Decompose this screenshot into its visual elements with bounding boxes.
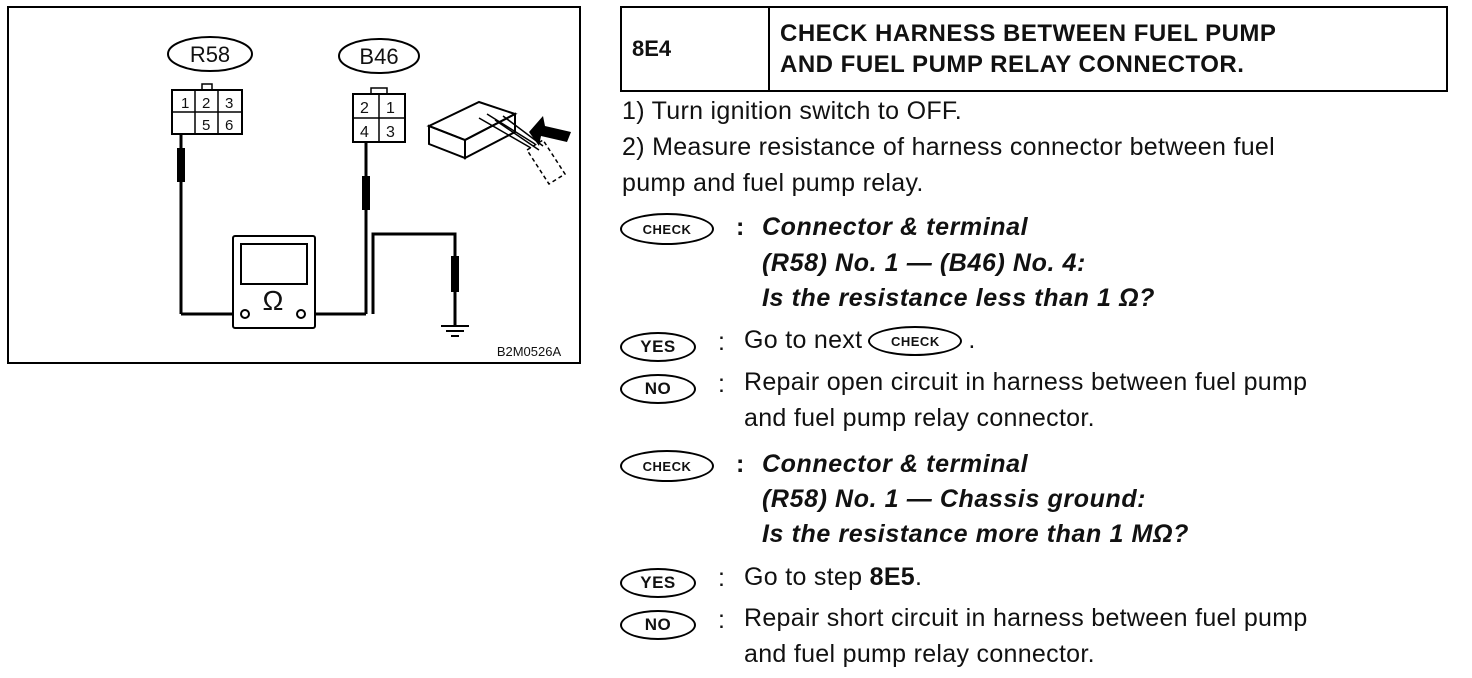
wiring-diagram: R58 B46 1 2 3 5 6 2 1 4 3	[7, 6, 581, 364]
no-badge: NO	[620, 374, 696, 404]
probe-ground	[451, 256, 459, 292]
pin-label: 2	[202, 95, 210, 112]
connector-label-b46: B46	[359, 44, 398, 69]
r58-label-oval	[167, 36, 253, 72]
no-badge: NO	[620, 610, 696, 640]
check-badge: CHECK	[620, 450, 714, 482]
ground-icon	[441, 325, 469, 337]
pin-label: 4	[360, 124, 369, 141]
check-line: (R58) No. 1 — (B46) No. 4:	[762, 249, 1086, 277]
pin-label: 3	[386, 124, 395, 141]
yes-colon: :	[718, 564, 725, 592]
instruction-line: pump and fuel pump relay.	[622, 169, 924, 197]
yes-badge: YES	[620, 568, 696, 598]
pin-label: 2	[360, 100, 369, 117]
instruction-line: 1) Turn ignition switch to OFF.	[622, 97, 962, 125]
check-badge: CHECK	[620, 213, 714, 245]
no-colon: :	[718, 370, 725, 398]
b46-label-oval	[338, 38, 420, 74]
connector-r58: 1 2 3 5 6	[171, 83, 243, 135]
yes-result: Go to step 8E5.	[744, 563, 922, 592]
check-line: Is the resistance more than 1 MΩ?	[762, 520, 1189, 548]
instruction-line: 2) Measure resistance of harness connect…	[622, 133, 1275, 161]
check-badge-inline: CHECK	[868, 326, 963, 357]
figure-code: B2M0526A	[497, 344, 562, 359]
yes-result-period: .	[915, 563, 923, 591]
pin-label: 6	[225, 117, 233, 134]
yes-result-period: .	[968, 326, 976, 354]
step-header: 8E4 CHECK HARNESS BETWEEN FUEL PUMP AND …	[620, 6, 1448, 92]
pin-label: 1	[386, 100, 395, 117]
no-result-line: Repair short circuit in harness between …	[744, 604, 1308, 632]
arrow-icon	[529, 116, 571, 146]
step-title-line: AND FUEL PUMP RELAY CONNECTOR.	[780, 51, 1245, 78]
next-step-number: 8E5	[869, 563, 915, 591]
wire-ground	[371, 232, 457, 326]
no-result-line: and fuel pump relay connector.	[744, 404, 1095, 432]
yes-result-text: Go to next	[744, 326, 863, 354]
yes-badge: YES	[620, 332, 696, 362]
check-line: Connector & terminal	[762, 213, 1029, 241]
connector-b46: 2 1 4 3	[352, 87, 406, 143]
no-result-line: Repair open circuit in harness between f…	[744, 368, 1308, 396]
check-line: Is the resistance less than 1 Ω?	[762, 284, 1156, 312]
step-number: 8E4	[622, 8, 770, 90]
probe-b46	[362, 176, 370, 210]
ohm-symbol: Ω	[263, 285, 284, 316]
wiring-diagram-drawing: R58 B46 1 2 3 5 6 2 1 4 3	[167, 36, 571, 359]
no-result-line: and fuel pump relay connector.	[744, 640, 1095, 668]
yes-result-text: Go to step	[744, 563, 863, 591]
probe-r58	[177, 148, 185, 182]
yes-colon: :	[718, 328, 725, 356]
pin-label: 3	[225, 95, 233, 112]
step-title: CHECK HARNESS BETWEEN FUEL PUMP AND FUEL…	[770, 8, 1446, 90]
pin-label: 1	[181, 95, 189, 112]
pin-label: 5	[202, 117, 210, 134]
check-line: Connector & terminal	[762, 450, 1029, 478]
connector-label-r58: R58	[190, 42, 230, 67]
check-colon: :	[736, 450, 745, 478]
no-colon: :	[718, 606, 725, 634]
connector-sketch-icon	[426, 100, 567, 186]
check-colon: :	[736, 213, 745, 241]
step-title-line: CHECK HARNESS BETWEEN FUEL PUMP	[780, 20, 1277, 47]
check-line: (R58) No. 1 — Chassis ground:	[762, 485, 1147, 513]
ohmmeter-icon	[232, 235, 316, 329]
